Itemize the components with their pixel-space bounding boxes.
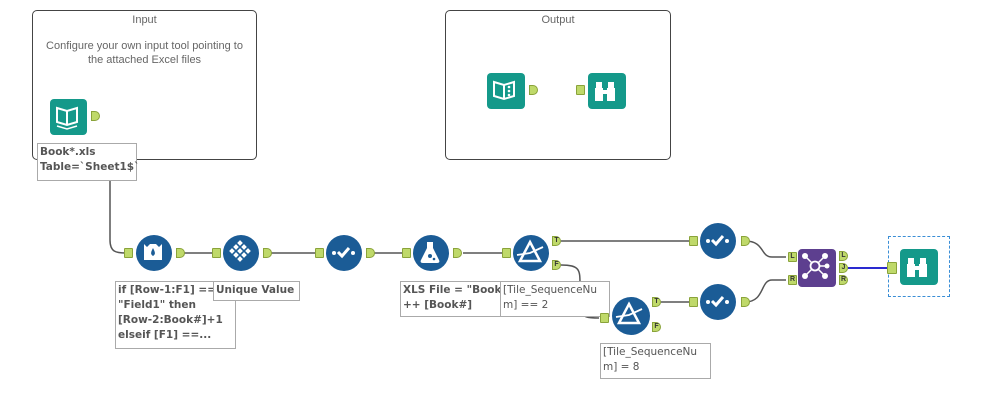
binoculars-icon [907,258,927,277]
filter-prism-icon [516,239,544,263]
unique-annotation: Unique Value [213,281,300,301]
annotation-line: "Field1" then [118,299,197,311]
input-book-icon [56,106,78,130]
output-container-title: Output [541,14,575,26]
input-container-title: Input [132,14,157,26]
select-check-icon [332,247,355,259]
filter-prism-icon [615,301,643,325]
filter1-annotation: [Tile_SequenceNu m] == 2 [500,281,610,317]
join-tool[interactable] [798,249,836,287]
select3-input-anchor[interactable] [689,297,698,307]
annotation-line: m] = 8 [603,361,640,373]
select-tool-3[interactable] [700,284,736,320]
annotation-line: [Tile_SequenceNu [503,284,598,296]
wire-select2-to-join-left [744,240,786,258]
select3-output-anchor[interactable] [741,297,750,307]
select-tool-2[interactable] [700,223,736,259]
select-tool-1[interactable] [326,235,362,271]
output-browse-tool[interactable] [588,73,626,109]
wire-select3-to-join-right [744,279,786,303]
annotation-line: m] == 2 [503,299,549,311]
join-join-output-anchor[interactable]: J [839,263,848,273]
select1-output-anchor[interactable] [366,248,375,258]
unique-tool[interactable] [223,235,259,271]
select-check-icon [706,235,729,247]
filter1-false-anchor[interactable]: F [552,260,561,270]
select1-input-anchor[interactable] [315,248,324,258]
browse-tool[interactable] [900,249,938,285]
filter2-false-anchor[interactable]: F [652,322,661,332]
multi-row-annotation: if [Row-1:F1] == "Field1" then [Row-2:Bo… [115,281,236,349]
join-right-input-anchor[interactable]: R [788,275,797,285]
formula-tool[interactable] [413,235,449,271]
join-left-input-anchor[interactable]: L [788,252,797,262]
output-container[interactable]: Output [445,10,671,160]
input-data-annotation: Book*.xls Table=`Sheet1$` [37,143,140,181]
multi-row-formula-tool[interactable] [136,235,172,271]
formula-output-anchor[interactable] [453,248,462,258]
annotation-line: [Row-2:Book#]+1 [118,314,223,326]
annotation-line: XLS File = "Book" [403,284,507,296]
annotation-line: Book*.xls [40,146,96,158]
join-icon [802,253,830,279]
filter2-true-anchor[interactable]: T [652,297,661,307]
filter2-input-anchor[interactable] [600,313,609,323]
output-data-tool[interactable] [487,73,525,109]
filter-tool-1[interactable] [513,235,549,271]
browse-input-anchor[interactable] [887,262,897,274]
binoculars-icon [595,82,615,101]
annotation-line: Table=`Sheet1$` [40,161,140,173]
annotation-line: elseif [F1] ==... [118,329,212,341]
input-data-tool[interactable] [50,99,87,135]
select2-input-anchor[interactable] [689,236,698,246]
select-check-icon [706,296,729,308]
multi-row-output-anchor[interactable] [176,248,185,258]
annotation-line: if [Row-1:F1] == [118,284,217,296]
output-data-output-anchor[interactable] [529,85,538,95]
filter1-input-anchor[interactable] [502,248,511,258]
output-book-icon [493,80,515,101]
formula-annotation: XLS File = "Book" ++ [Book#] [400,281,507,317]
unique-icon [229,240,251,262]
filter-tool-2[interactable] [612,297,650,335]
input-data-output-anchor[interactable] [91,111,100,121]
multi-row-input-anchor[interactable] [124,248,133,258]
formula-input-anchor[interactable] [402,248,411,258]
filter1-true-anchor[interactable]: T [552,236,561,246]
join-right-output-anchor[interactable]: R [839,275,848,285]
select2-output-anchor[interactable] [741,236,750,246]
annotation-line: [Tile_SequenceNu [603,346,698,358]
input-container-description: Configure your own input tool pointing t… [46,40,243,66]
multi-row-formula-icon [144,244,162,260]
output-browse-input-anchor[interactable] [576,85,585,95]
unique-input-anchor[interactable] [212,248,221,258]
annotation-line: ++ [Book#] [403,299,473,311]
filter2-annotation: [Tile_SequenceNu m] = 8 [600,343,711,379]
formula-flask-icon [420,242,440,263]
input-container[interactable]: Input Configure your own input tool poin… [32,10,257,160]
unique-output-anchor[interactable] [263,248,272,258]
join-left-output-anchor[interactable]: L [839,251,848,261]
